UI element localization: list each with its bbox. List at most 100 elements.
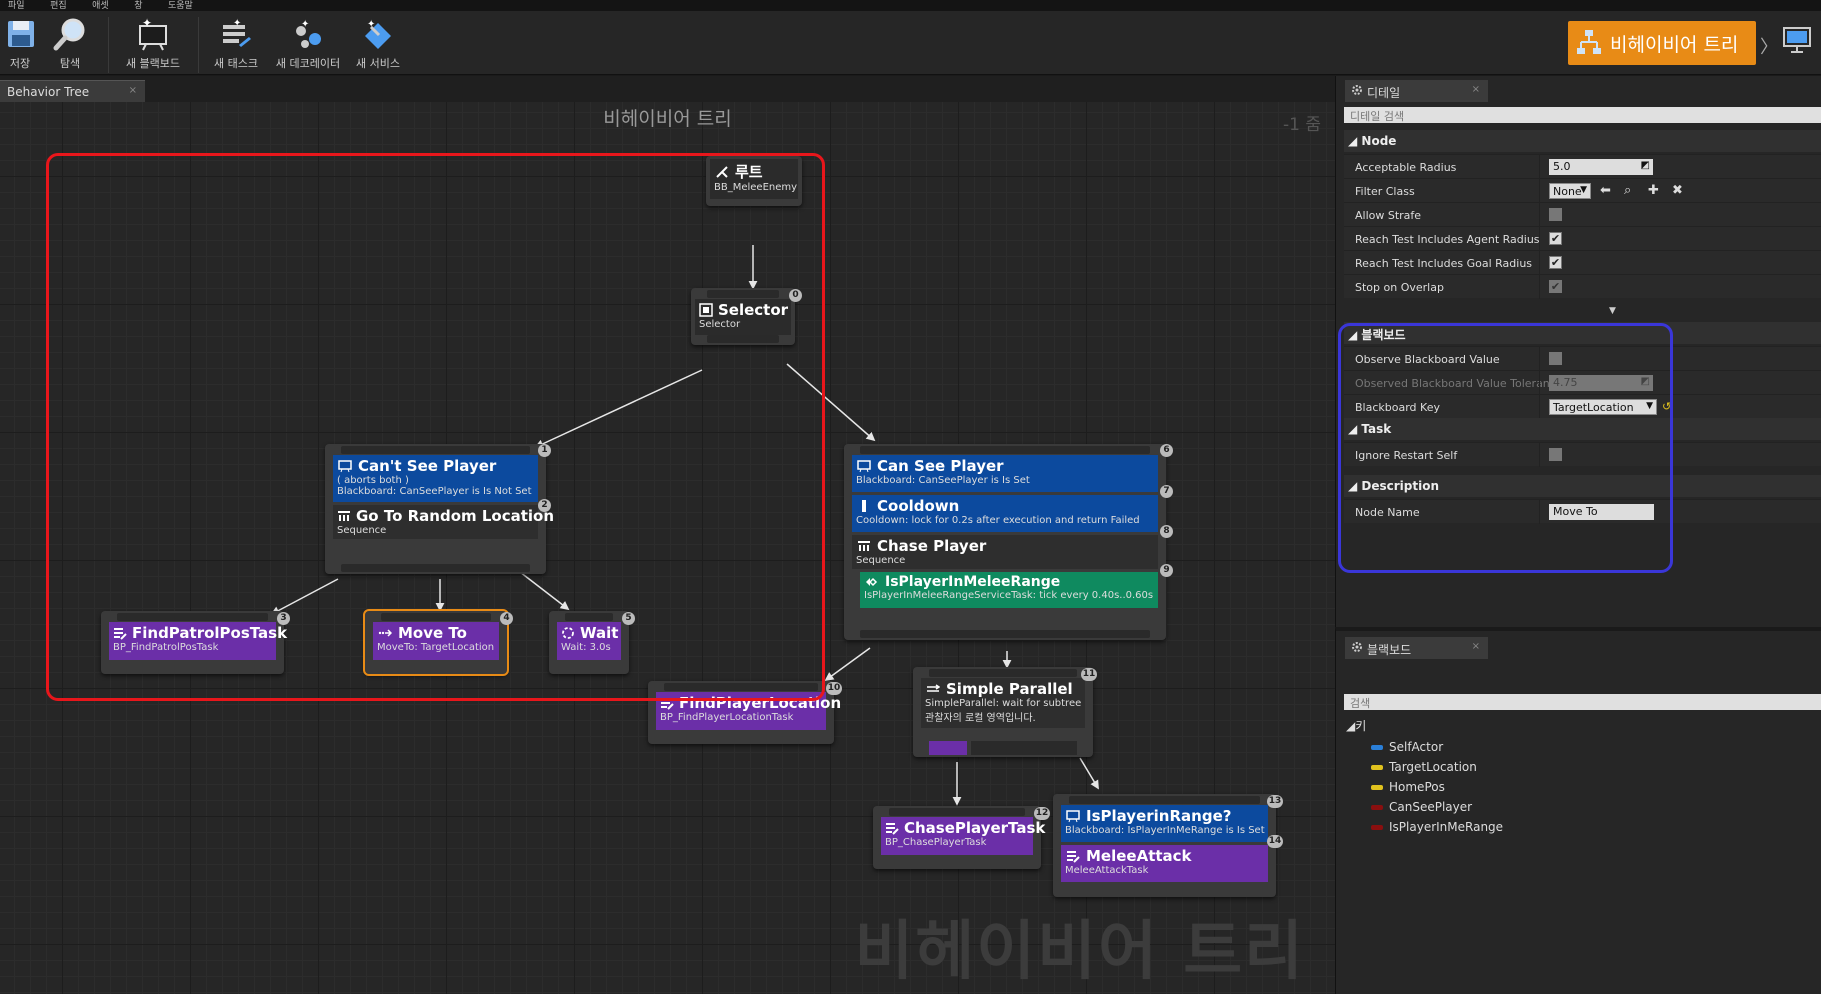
find-player-location-node[interactable]: FindPlayerLocation BP_FindPlayerLocation…: [648, 681, 841, 744]
sequence-icon: [856, 538, 872, 554]
new-task-button[interactable]: ✦ 새 태스크: [208, 15, 264, 71]
svg-text:✦: ✦: [367, 19, 375, 30]
monitor-icon[interactable]: [1782, 25, 1812, 58]
task-icon: [113, 625, 127, 641]
add-icon[interactable]: ✚: [1648, 183, 1659, 198]
row-ignore-restart: Ignore Restart Self: [1344, 442, 1821, 467]
melee-attack-node[interactable]: IsPlayerinRange? Blackboard: IsPlayerInM…: [1053, 794, 1276, 897]
keys-header[interactable]: ◢키: [1346, 719, 1367, 733]
use-selected-icon[interactable]: ⬅: [1600, 183, 1611, 198]
execution-index: 3: [277, 612, 290, 625]
menu-asset[interactable]: 애셋: [92, 1, 109, 11]
blackboard-key-dropdown[interactable]: TargetLocation▼: [1549, 399, 1657, 415]
execution-index: 8: [1160, 525, 1173, 538]
section-task[interactable]: ◢ Task: [1344, 418, 1821, 440]
acceptable-radius-field[interactable]: 5.0◩: [1549, 159, 1653, 175]
menu-window[interactable]: 창: [134, 1, 143, 11]
is-player-in-range-decorator[interactable]: IsPlayerinRange? Blackboard: IsPlayerInM…: [1061, 805, 1268, 842]
can-see-player-decorator[interactable]: Can See Player Blackboard: CanSeePlayer …: [852, 455, 1158, 492]
execution-index: 1: [538, 444, 551, 457]
go-to-random-location-node[interactable]: Can't See Player ( aborts both ) Blackbo…: [325, 444, 554, 574]
tab-blackboard[interactable]: 블랙보드 ×: [1345, 637, 1488, 659]
hourglass-icon: [856, 498, 872, 514]
menu-file[interactable]: 파일: [8, 1, 25, 11]
stop-overlap-checkbox[interactable]: ✔: [1549, 280, 1562, 293]
browse-icon[interactable]: ⌕: [1624, 183, 1632, 198]
blackboard-search-input[interactable]: 검색: [1344, 694, 1821, 710]
move-to-icon: [377, 625, 393, 641]
cooldown-decorator[interactable]: Cooldown Cooldown: lock for 0.2s after e…: [852, 495, 1158, 532]
mode-next-icon[interactable]: 〉: [1760, 37, 1778, 58]
node-title: Selector: [718, 301, 789, 319]
find-patrol-pos-task-node[interactable]: FindPatrolPosTask BP_FindPatrolPosTask: [101, 611, 287, 674]
close-icon[interactable]: ×: [128, 85, 137, 96]
new-service-button[interactable]: ✦ 새 서비스: [350, 15, 406, 71]
blackboard-key-item[interactable]: TargetLocation: [1371, 760, 1477, 774]
chevron-down-icon: ▼: [1580, 185, 1587, 195]
row-reach-agent: Reach Test Includes Agent Radius ✔: [1344, 226, 1821, 251]
blackboard-key-item[interactable]: HomePos: [1371, 780, 1445, 794]
collapse-icon: ◢: [1348, 134, 1362, 148]
blackboard-key-item[interactable]: IsPlayerInMeRange: [1371, 820, 1503, 834]
zoom-level: -1 줌: [1283, 115, 1321, 135]
ignore-restart-checkbox[interactable]: [1549, 448, 1562, 461]
graph-title: 비헤이비어 트리: [603, 108, 732, 130]
allow-strafe-checkbox[interactable]: [1549, 208, 1562, 221]
clear-icon[interactable]: ✖: [1672, 183, 1683, 198]
blackboard-key-item[interactable]: CanSeePlayer: [1371, 800, 1472, 814]
background-tree-pin[interactable]: [971, 741, 1077, 755]
collapse-icon: ◢: [1348, 479, 1362, 493]
wait-node[interactable]: Wait Wait: 3.0s: [549, 611, 629, 674]
new-blackboard-button[interactable]: ✦ 새 블랙보드: [125, 17, 181, 70]
task-icon: [885, 820, 899, 836]
section-blackboard[interactable]: ◢ 블랙보드: [1344, 322, 1821, 344]
reset-icon[interactable]: ↺: [1662, 400, 1672, 413]
execution-index: 10: [826, 682, 842, 695]
reach-agent-checkbox[interactable]: ✔: [1549, 232, 1562, 245]
selector-node[interactable]: Selector Selector: [691, 288, 795, 345]
find-button[interactable]: 탐색: [50, 15, 90, 71]
move-to-node[interactable]: Move To MoveTo: TargetLocation: [363, 609, 509, 676]
section-description[interactable]: ◢ Description: [1344, 475, 1821, 497]
close-icon[interactable]: ×: [1471, 641, 1480, 652]
root-icon: [714, 164, 730, 180]
wait-icon: [561, 625, 575, 641]
key-type-swatch: [1371, 744, 1383, 750]
chevron-down-icon: ▼: [1646, 401, 1653, 411]
filter-class-dropdown[interactable]: None▼: [1549, 183, 1591, 199]
toolbar: 저장 탐색 ✦ 새 블랙보드 ✦ 새 태스크 ✦ 새 데코레이터 ✦ 새 서비스: [0, 11, 1821, 75]
tab-behavior-tree[interactable]: Behavior Tree ×: [0, 80, 145, 102]
behavior-tree-graph[interactable]: 비헤이비어 트리 -1 줌 비헤이비어 트리 루트 BB_MeleeEnemy: [0, 102, 1335, 994]
sequence-composite[interactable]: Go To Random Location Sequence: [333, 505, 554, 539]
section-node[interactable]: ◢ Node: [1344, 130, 1821, 152]
execution-index: 9: [1160, 564, 1173, 577]
root-node[interactable]: 루트 BB_MeleeEnemy: [706, 156, 802, 206]
details-search-input[interactable]: 디테일 검색: [1344, 107, 1821, 123]
spin-icon: ◩: [1640, 376, 1650, 387]
close-icon[interactable]: ×: [1471, 84, 1480, 95]
save-button[interactable]: 저장: [2, 15, 38, 71]
chase-player-task-node[interactable]: ChasePlayerTask BP_ChasePlayerTask: [873, 806, 1045, 869]
service-icon: [864, 574, 880, 590]
melee-attack-task[interactable]: MeleeAttack MeleeAttackTask: [1061, 845, 1268, 882]
blackboard-decorator-icon: [337, 458, 353, 474]
chase-player-node[interactable]: Can See Player Blackboard: CanSeePlayer …: [844, 444, 1166, 640]
graph-connections: [270, 245, 1099, 806]
behavior-tree-mode-button[interactable]: 비헤이비어 트리: [1568, 21, 1756, 65]
row-observed-tolerance: Observed Blackboard Value Toleran 4.75◩: [1344, 370, 1821, 395]
reach-goal-checkbox[interactable]: ✔: [1549, 256, 1562, 269]
expand-advanced-icon[interactable]: ▼: [1609, 306, 1616, 316]
observe-bb-checkbox[interactable]: [1549, 352, 1562, 365]
cant-see-player-decorator[interactable]: Can't See Player ( aborts both ) Blackbo…: [333, 455, 538, 502]
tab-details[interactable]: 디테일 ×: [1345, 80, 1488, 102]
main-task-pin[interactable]: [929, 741, 967, 755]
simple-parallel-node[interactable]: Simple Parallel SimpleParallel: wait for…: [913, 667, 1093, 757]
new-decorator-button[interactable]: ✦ 새 데코레이터: [270, 15, 346, 71]
sequence-composite[interactable]: Chase Player Sequence: [852, 535, 1158, 569]
blackboard-key-item[interactable]: SelfActor: [1371, 740, 1443, 754]
observed-tolerance-field[interactable]: 4.75◩: [1549, 375, 1653, 391]
menu-help[interactable]: 도움말: [167, 1, 193, 11]
menu-edit[interactable]: 편집: [50, 1, 67, 11]
is-player-in-melee-range-service[interactable]: IsPlayerInMeleeRange IsPlayerInMeleeRang…: [860, 572, 1158, 608]
node-name-input[interactable]: Move To: [1549, 504, 1654, 520]
